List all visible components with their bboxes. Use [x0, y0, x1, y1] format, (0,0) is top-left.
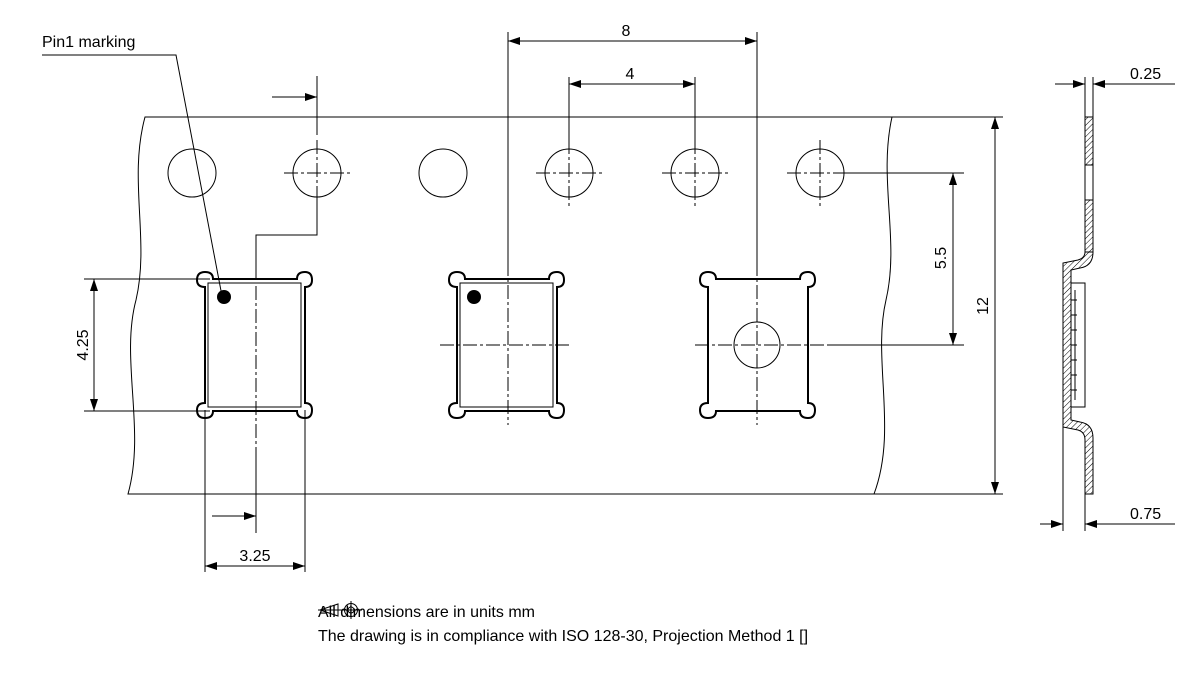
pin1-leader: Pin1 marking [42, 34, 223, 297]
dim-4-25: 4.25 [75, 278, 210, 412]
note-iso-close: ] [803, 628, 809, 645]
dim-12: 12 [874, 116, 1003, 495]
dim-4-label: 4 [626, 66, 635, 83]
pin1-dot [217, 290, 231, 304]
dim-4-25-label: 4.25 [75, 329, 92, 360]
dim-0-75-label: 0.75 [1130, 506, 1161, 523]
dim-3-25: 3.25 [204, 410, 306, 572]
dim-5-5-label: 5.5 [933, 247, 950, 269]
projection-symbol-icon [318, 601, 362, 619]
pin1-label: Pin1 marking [42, 34, 135, 51]
note-iso-text: The drawing is in compliance with ISO 12… [318, 628, 804, 645]
pocket-1 [195, 270, 314, 420]
dim-12-label: 12 [975, 297, 992, 315]
offset-reference [212, 76, 318, 533]
dim-sprocket-pitch-4: 4 [568, 66, 696, 148]
note-iso: The drawing is in compliance with ISO 12… [318, 601, 809, 649]
pin1-dot-2 [467, 290, 481, 304]
dim-0-25-label: 0.25 [1130, 66, 1161, 83]
sprocket-holes [167, 148, 845, 198]
carrier-tape-outline [127, 116, 893, 495]
dim-5-5: 5.5 [830, 172, 964, 346]
dim-8-label: 8 [622, 23, 631, 40]
pocket-centerlines [255, 262, 830, 460]
note-units: All dimensions are in units mm [318, 604, 535, 621]
sprocket-centerlines [284, 140, 853, 206]
tape-side-view [1062, 116, 1094, 495]
dim-0-75: 0.75 [1040, 427, 1175, 531]
dim-0-25: 0.25 [1055, 66, 1175, 117]
dim-pocket-pitch-8: 8 [507, 23, 758, 262]
drawing-notes: All dimensions are in units mm The drawi… [318, 601, 808, 649]
dim-3-25-label: 3.25 [239, 548, 270, 565]
